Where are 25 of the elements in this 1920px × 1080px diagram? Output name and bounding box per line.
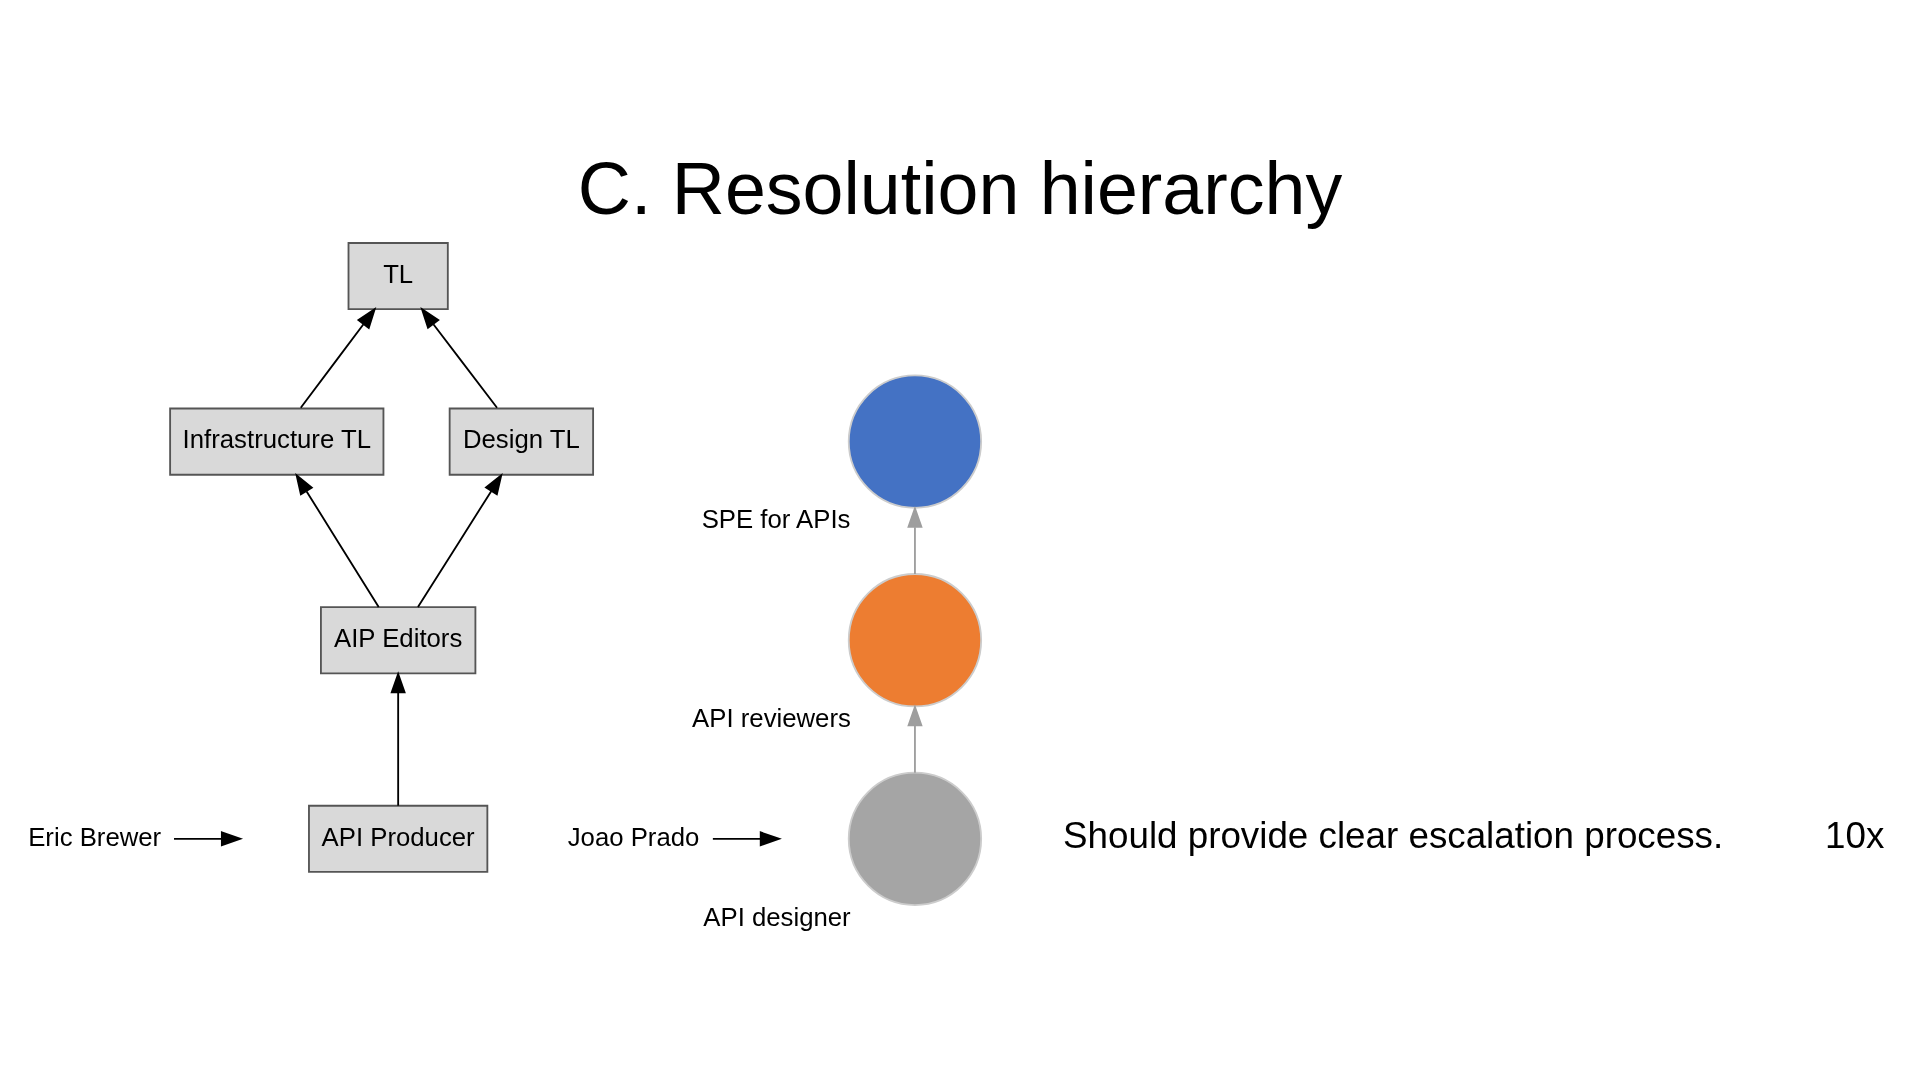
node-box: TL [347,242,449,311]
node-text: Eric Brewer [28,822,162,851]
arrow [173,831,244,847]
node-box: AIP Editors [320,606,477,675]
arrow [907,505,923,575]
arrow [711,831,782,847]
node-box: API Producer [308,804,489,873]
node-label: API designer [703,902,851,931]
node-label: SPE for APIs [701,505,851,534]
arrow [420,307,498,409]
label: Should provide clear escalation process. [1063,815,1724,857]
arrow [390,671,406,807]
node-circle [847,573,983,708]
arrow [295,472,380,608]
node-box: Infrastructure TL [169,407,385,476]
arrow [299,307,377,409]
node-text: Joao Prado [567,822,700,851]
label: 10x [1825,815,1885,857]
node-circle [847,374,983,509]
node-box: Design TL [448,407,594,476]
arrow [907,704,923,774]
node-label: API reviewers [692,704,851,733]
diagram-title: C. Resolution hierarchy [577,146,1343,230]
node-circle [847,771,983,906]
arrow [417,473,503,608]
